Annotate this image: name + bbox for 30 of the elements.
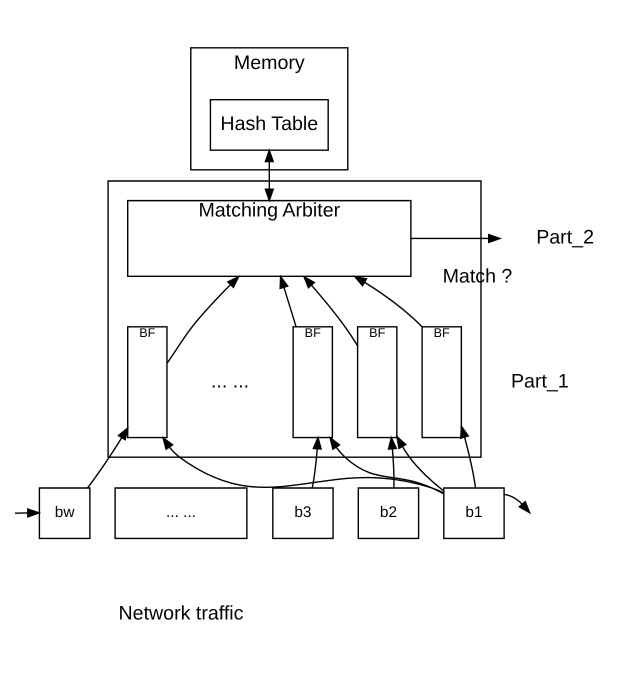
- arrow: [279, 274, 297, 326]
- arrow: [388, 434, 398, 488]
- node-box: Matching Arbiter: [127, 199, 412, 277]
- arrow: [411, 233, 502, 243]
- node-box: bw: [38, 486, 91, 539]
- arrow: [312, 434, 322, 488]
- label: ... ...: [210, 370, 250, 392]
- arrow: [504, 493, 532, 514]
- arrow: [460, 424, 476, 488]
- arrow: [162, 436, 444, 493]
- node-box: b1: [443, 486, 505, 539]
- label: Part_2: [536, 226, 594, 248]
- node-box: BF: [292, 326, 334, 438]
- node-box: BF: [421, 326, 462, 438]
- label: Part_1: [510, 370, 569, 392]
- node-box: b3: [272, 486, 334, 539]
- node-box: b2: [358, 486, 420, 539]
- arrow: [302, 274, 358, 346]
- node-box: BF: [356, 326, 398, 438]
- label: Network traffic: [118, 602, 244, 624]
- arrow: [264, 148, 274, 202]
- arrow: [14, 508, 42, 518]
- node-box: ... ...: [114, 486, 248, 539]
- arrow: [87, 426, 129, 488]
- arrow: [396, 434, 444, 491]
- arrow: [329, 435, 444, 494]
- arrow: [166, 274, 240, 363]
- arrow: [353, 274, 424, 328]
- node-box: BF: [127, 326, 168, 438]
- node-box: Hash Table: [210, 98, 329, 150]
